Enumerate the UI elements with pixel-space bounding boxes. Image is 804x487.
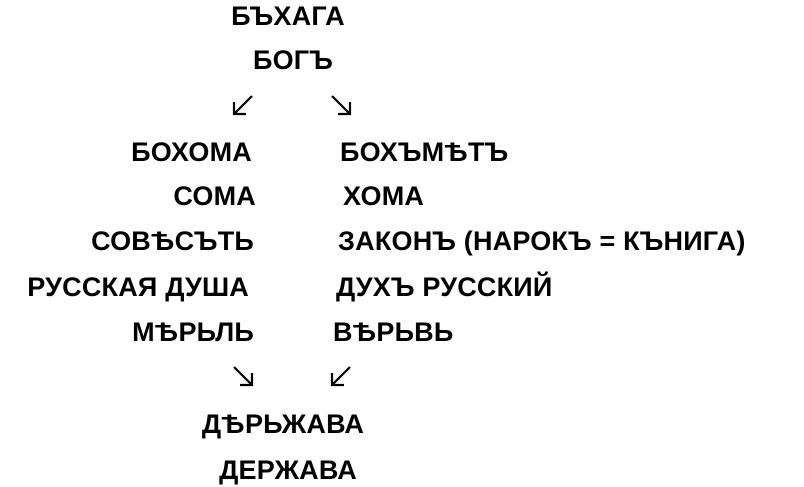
left-item-1: БОХОМА [131, 137, 252, 167]
right-item-4: ДУХЪ РУССКИЙ [336, 272, 553, 302]
arrow-down-right-icon [328, 93, 354, 119]
right-item-1: БОХЪМѢТЪ [340, 137, 509, 167]
top-word-2: БОГЪ [253, 45, 333, 75]
left-item-3: СОВѢСЪТЬ [91, 226, 254, 256]
left-item-4: РУССКАЯ ДУША [27, 272, 249, 302]
bottom-word-2: ДЕРЖАВА [219, 455, 357, 485]
right-item-3: ЗАКОНЪ (НАРОКЪ = КЪНИГА) [338, 226, 746, 256]
left-item-5: МѢРЬЛЬ [132, 317, 254, 347]
bottom-word-1: ДѢРЬЖАВА [201, 409, 365, 439]
arrow-down-right-icon [230, 364, 256, 390]
left-item-2: СОМА [173, 181, 256, 211]
right-item-2: ХОМА [343, 181, 425, 211]
arrow-down-left-icon [328, 364, 354, 390]
arrow-down-left-icon [230, 93, 256, 119]
top-word-1: БЪХАГА [231, 1, 345, 31]
right-item-5: ВѢРЬВЬ [333, 317, 454, 347]
